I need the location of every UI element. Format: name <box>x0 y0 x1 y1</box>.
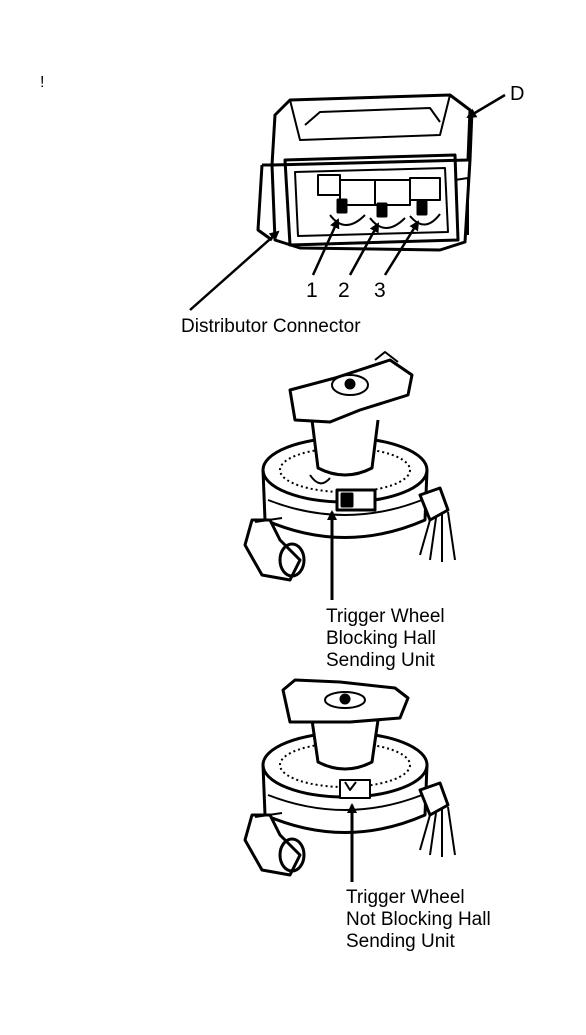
pin-3-label: 3 <box>374 279 386 302</box>
connector-body-arrow <box>189 230 280 311</box>
connector-d-arrow <box>466 93 506 119</box>
blocking-caption-line: Sending Unit <box>326 650 435 671</box>
pin-2-arrow <box>348 222 380 276</box>
connector-letter-label: D <box>510 83 525 105</box>
pin-3-arrow <box>383 220 420 276</box>
not-blocking-caption-line: Trigger Wheel <box>346 887 465 908</box>
distributor-blocking-drawing <box>243 351 456 582</box>
distributor-connector-drawing <box>256 93 474 252</box>
pin-2-label: 2 <box>338 279 350 302</box>
connector-caption: Distributor Connector <box>181 316 361 337</box>
blocking-caption-line: Trigger Wheel <box>326 606 445 627</box>
distributor-not-blocking-drawing <box>243 678 456 877</box>
margin-mark: ! <box>40 74 45 91</box>
blocking-caption: Trigger Wheel Blocking Hall Sending Unit <box>326 606 445 672</box>
blocking-caption-line: Blocking Hall <box>326 628 436 649</box>
not-blocking-caption: Trigger Wheel Not Blocking Hall Sending … <box>346 887 491 953</box>
not-blocking-caption-line: Not Blocking Hall <box>346 909 491 930</box>
pin-1-label: 1 <box>306 279 318 302</box>
not-blocking-caption-line: Sending Unit <box>346 931 455 952</box>
pin-1-arrow <box>311 218 340 276</box>
